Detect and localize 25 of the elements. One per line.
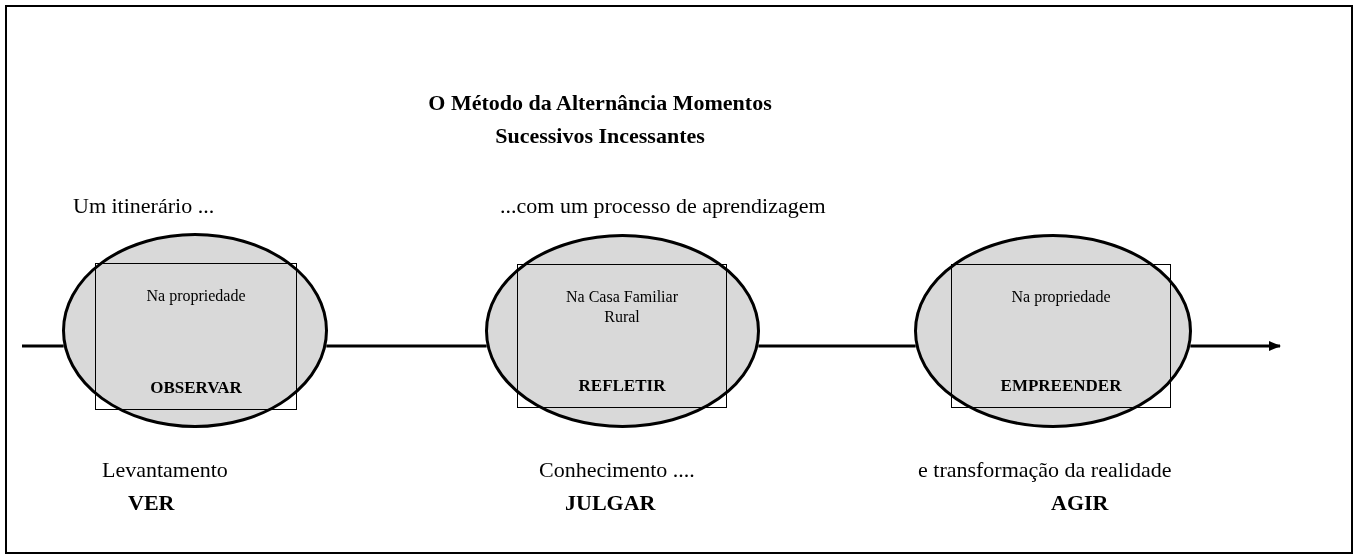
action-word: EMPREENDER xyxy=(1000,375,1122,397)
action-word: REFLETIR xyxy=(578,375,666,397)
place-text: Na propriedade xyxy=(145,286,247,306)
location-box xyxy=(951,264,1171,408)
action-word: OBSERVAR xyxy=(150,377,242,399)
connector-line xyxy=(758,344,916,348)
caption-text: Um itinerário ... xyxy=(73,192,215,220)
location-box xyxy=(95,263,297,410)
place-text: Na propriedade xyxy=(1010,287,1112,307)
location-box xyxy=(517,264,727,408)
place-text: Na Casa Familiar Rural xyxy=(565,287,679,327)
stage-word: AGIR xyxy=(1051,489,1109,517)
connector-line xyxy=(22,344,64,348)
title: O Método da Alternância Momentos Sucessivos Incessantes xyxy=(427,89,773,150)
connector-line xyxy=(326,344,487,348)
stage-ellipse xyxy=(62,233,328,428)
stage-word: VER xyxy=(128,489,175,517)
caption-text: ...com um processo de aprendizagem xyxy=(500,192,826,220)
stage-ellipse xyxy=(914,234,1192,428)
stage-word: JULGAR xyxy=(565,489,656,517)
caption-text: e transformação da realidade xyxy=(918,456,1172,484)
arrow xyxy=(1190,341,1281,351)
caption-text: Conhecimento .... xyxy=(539,456,695,484)
caption-text: Levantamento xyxy=(102,456,228,484)
stage-ellipse xyxy=(485,234,760,428)
